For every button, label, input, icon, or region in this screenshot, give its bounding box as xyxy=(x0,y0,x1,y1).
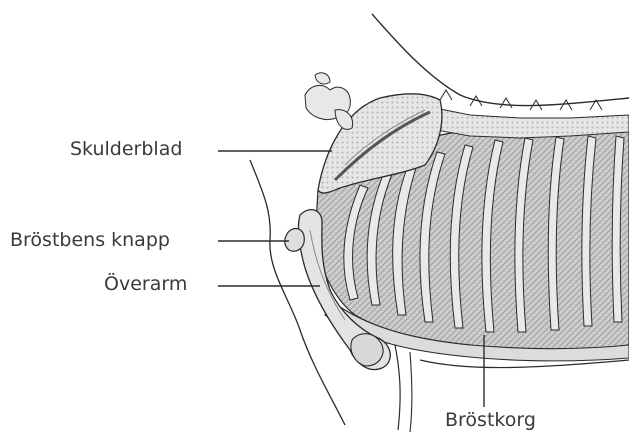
dorsal-processes xyxy=(305,73,353,130)
sternum-knob xyxy=(285,229,305,252)
label-overarm: Överarm xyxy=(104,275,187,294)
label-brostbens-knapp: Bröstbens knapp xyxy=(10,231,170,250)
leg-outline xyxy=(395,345,400,430)
elbow-joint xyxy=(351,334,383,366)
leg-outline-2 xyxy=(410,352,412,432)
label-skulderblad: Skulderblad xyxy=(70,140,182,159)
label-brostkorg: Bröstkorg xyxy=(445,411,536,430)
spine xyxy=(420,90,629,138)
back-outline xyxy=(372,14,629,106)
